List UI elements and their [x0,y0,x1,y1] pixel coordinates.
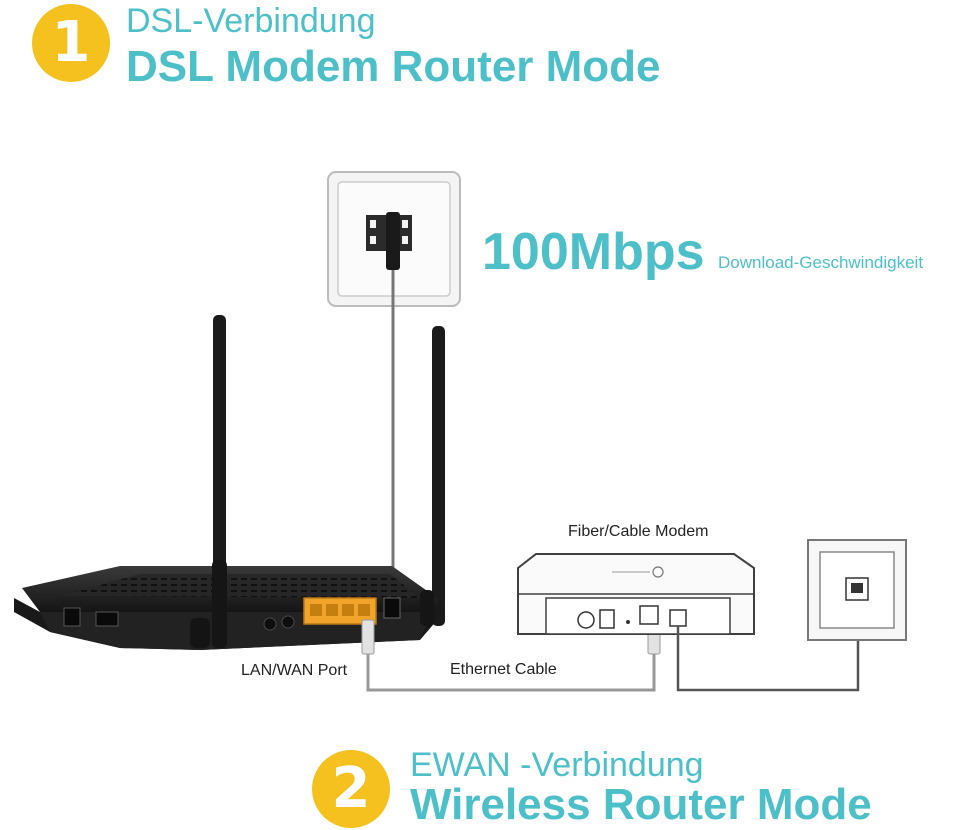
mode-1-title: DSL Modem Router Mode [126,42,661,91]
phone-cable [676,600,860,692]
mode-1-badge: 1 [32,4,110,82]
mode-2-badge: 2 [312,750,390,828]
lan-wan-port-label: LAN/WAN Port [241,662,348,679]
modem-icon [517,553,755,635]
mode-2-subtitle: EWAN -Verbindung [410,746,704,784]
dsl-wall-socket-icon [327,171,461,307]
speed-label: Download-Geschwindigkeit [718,253,924,272]
phone-wall-socket-icon [807,539,907,641]
mode-2-title: Wireless Router Mode [410,780,872,829]
router-icon [14,315,445,650]
ethernet-cable-label: Ethernet Cable [450,661,557,678]
mode-1-subtitle: DSL-Verbindung [126,2,376,40]
speed-value: 100Mbps [482,223,705,281]
modem-label: Fiber/Cable Modem [568,523,709,540]
